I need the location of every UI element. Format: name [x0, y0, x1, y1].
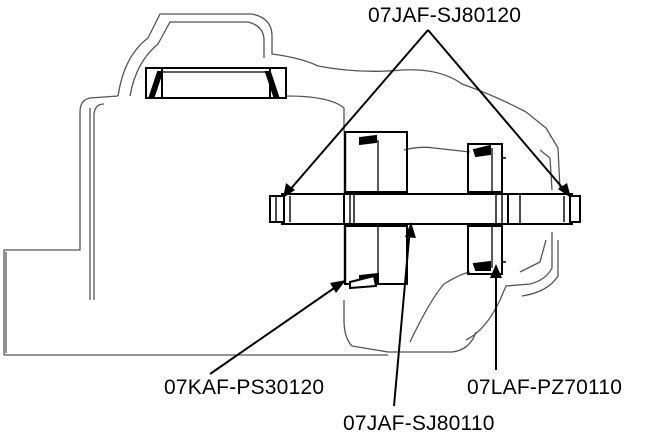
shaft-assembly [269, 193, 581, 225]
label-07kaf-ps30120: 07KAF-PS30120 [164, 376, 325, 399]
leader-top-right [427, 29, 567, 193]
arrowhead-bottom [405, 222, 416, 238]
arrowhead-right [490, 264, 502, 278]
label-07jaf-sj80120: 07JAF-SJ80120 [368, 4, 522, 27]
label-07jaf-sj80110: 07JAF-SJ80110 [343, 412, 495, 435]
leader-bottom [393, 227, 411, 407]
arrowhead-top-right [558, 183, 571, 198]
leader-lines [209, 29, 567, 407]
label-07laf-pz70110: 07LAF-PZ70110 [467, 376, 623, 399]
shaft-details [275, 194, 565, 224]
arrowheads [283, 183, 571, 293]
leader-left [209, 283, 341, 375]
transmission-housing-outline [3, 13, 561, 356]
right-bearing [467, 143, 506, 275]
arrowhead-top-left [283, 183, 295, 198]
leader-top-left [287, 29, 429, 193]
top-bearing [145, 67, 287, 99]
arrowhead-left [330, 280, 346, 293]
left-bearing [343, 131, 408, 290]
